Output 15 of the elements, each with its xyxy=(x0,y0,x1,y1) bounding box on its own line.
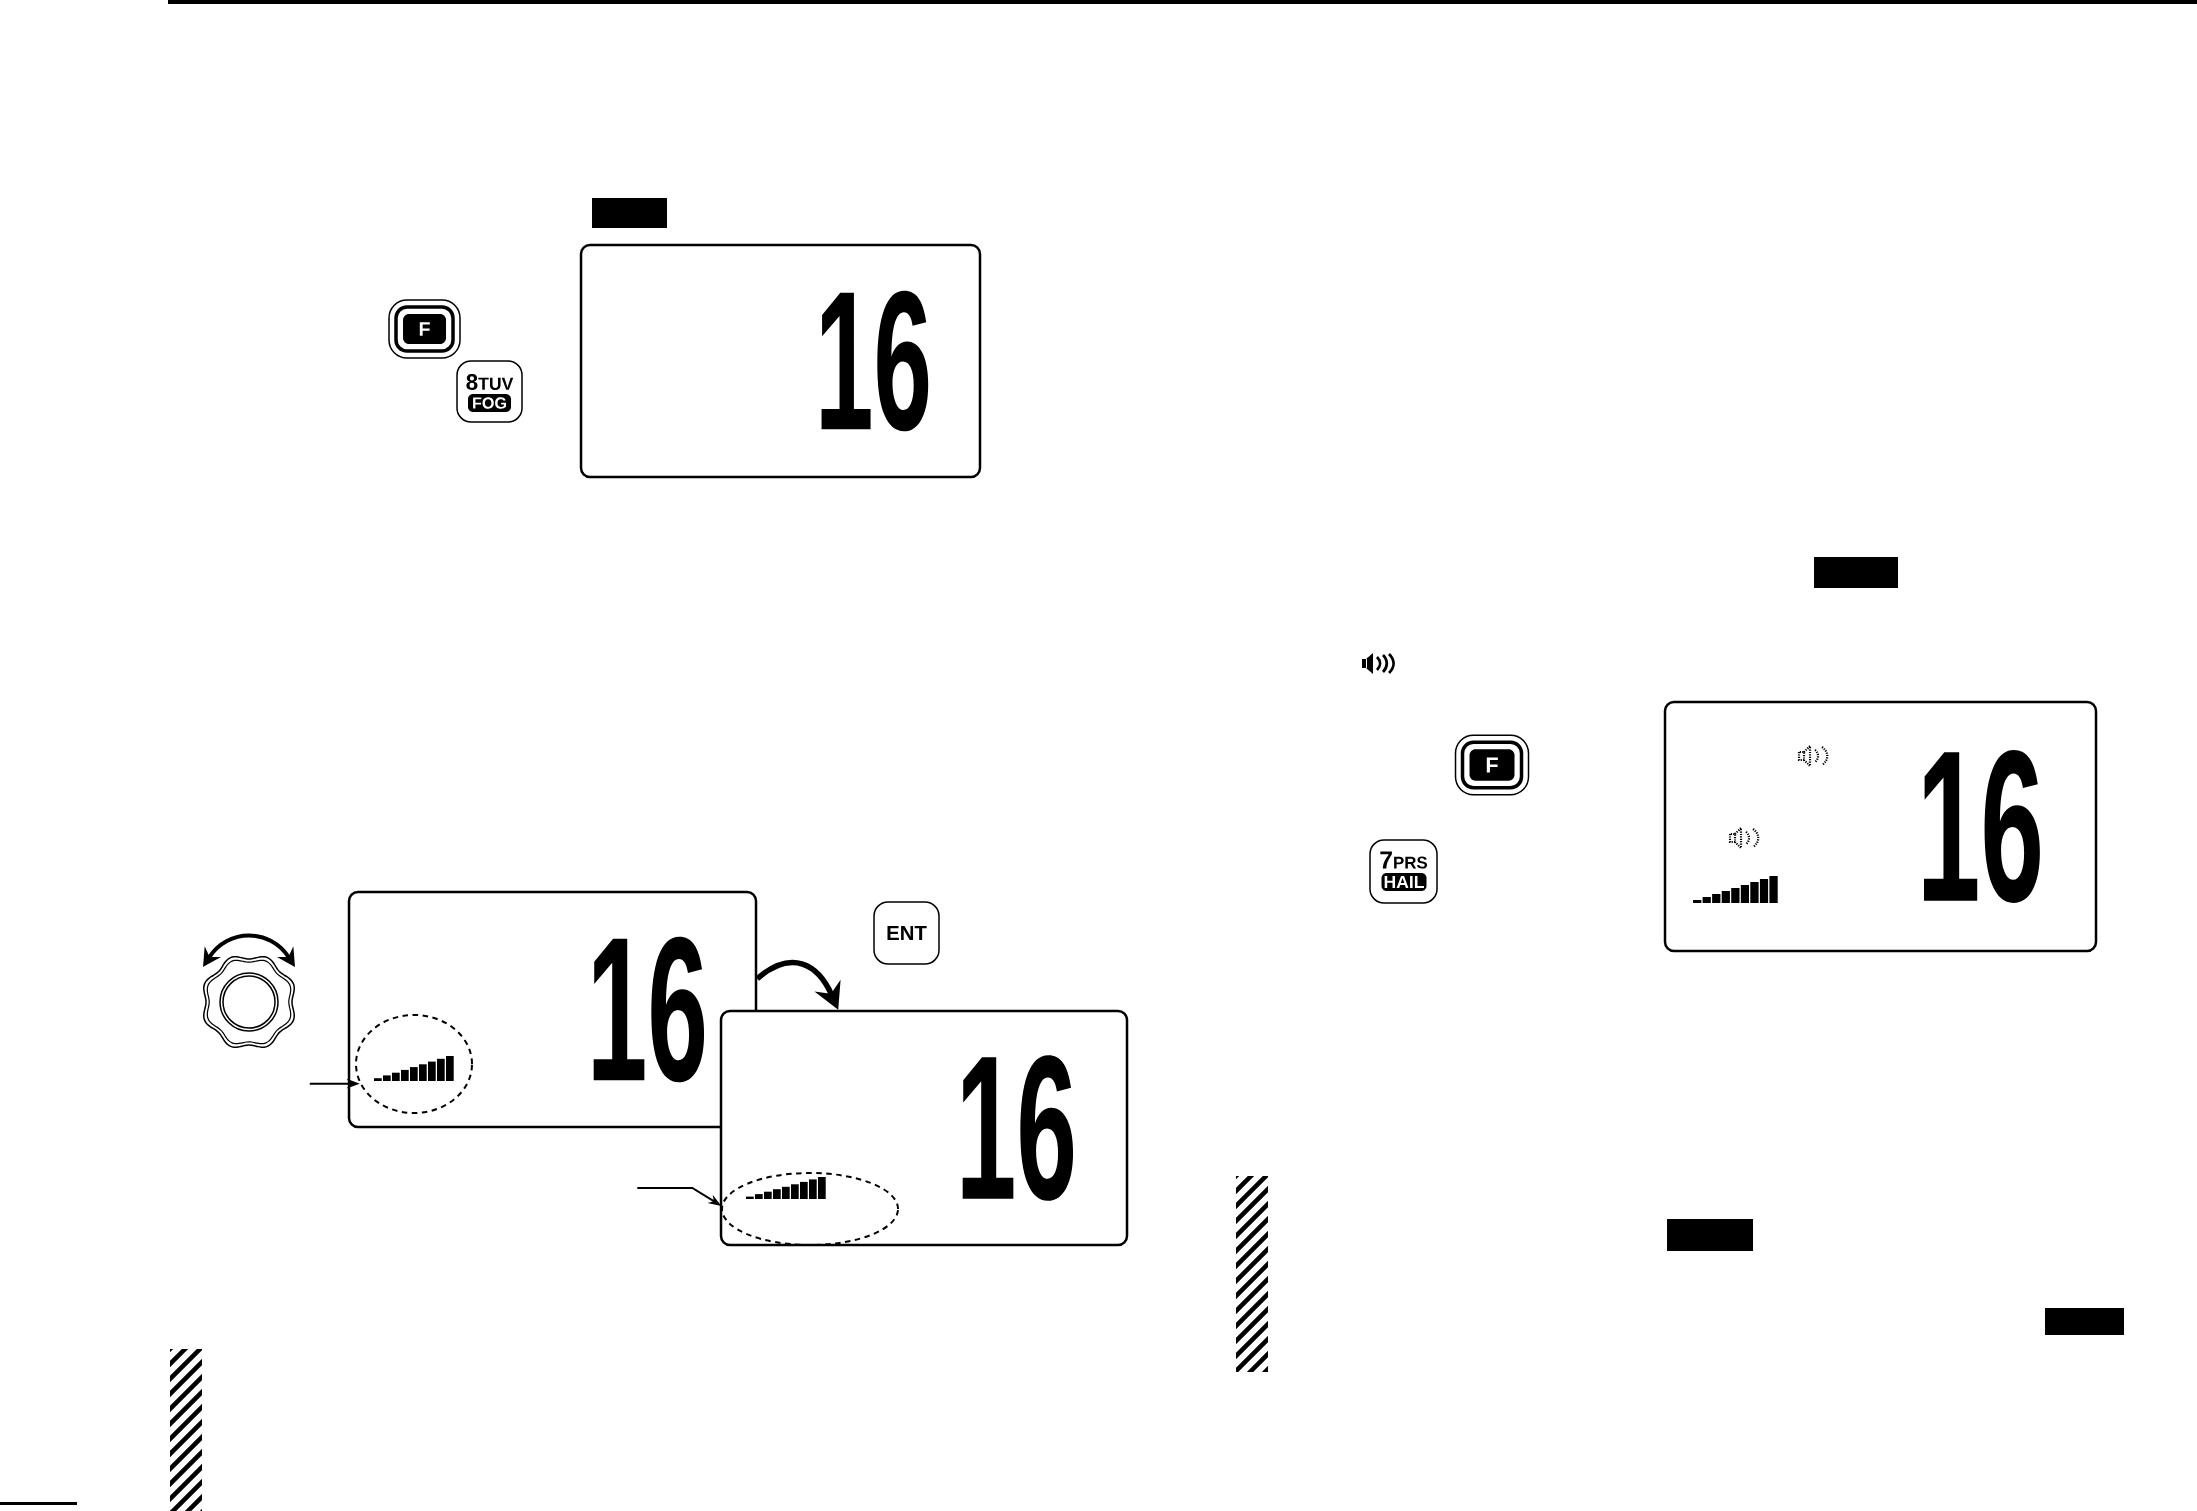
filled-block xyxy=(1667,1219,1753,1251)
dashed-ellipse xyxy=(355,1014,473,1114)
lcd-display: 16 xyxy=(1663,700,2098,953)
keypad-key: F xyxy=(388,299,461,359)
dashed-ellipse xyxy=(721,1172,899,1246)
keypad-key: 8TUV FOG xyxy=(456,360,523,423)
keypad-key: F xyxy=(1454,734,1530,796)
keypad-key: 7PRS HAIL xyxy=(1369,839,1438,904)
keypad-key: ENT xyxy=(873,901,940,965)
lcd-display: 16 xyxy=(347,890,758,1129)
filled-block xyxy=(1814,557,1898,588)
lcd-display: 16 xyxy=(719,1009,1129,1247)
filled-block xyxy=(592,198,667,228)
filled-block xyxy=(2045,1308,2124,1335)
lcd-display: 16 xyxy=(579,243,982,479)
